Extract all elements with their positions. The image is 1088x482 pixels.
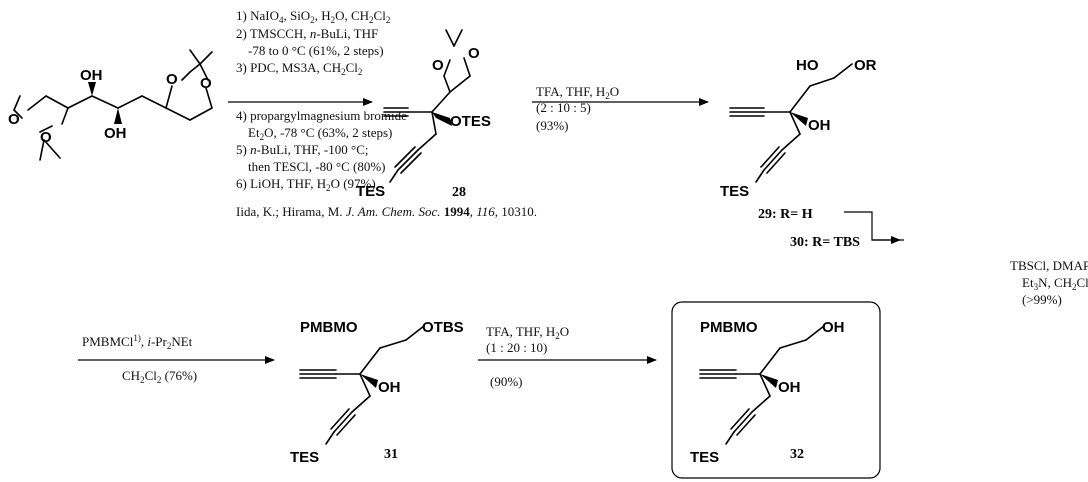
o-label: O <box>40 129 52 146</box>
svg-text:TES: TES <box>720 183 749 200</box>
svg-text:HO: HO <box>796 57 819 74</box>
svg-text:Et3N, CH2Cl2: Et3N, CH2Cl2 <box>1022 275 1088 292</box>
svg-text:OTES: OTES <box>450 113 491 130</box>
svg-text:3) PDC, MS3A, CH2Cl2: 3) PDC, MS3A, CH2Cl2 <box>236 60 362 77</box>
o-label: O <box>166 71 178 88</box>
svg-text:(90%): (90%) <box>490 374 523 389</box>
svg-text:Et2O, -78 °C (63%, 2 steps): Et2O, -78 °C (63%, 2 steps) <box>248 125 392 142</box>
svg-text:OH: OH <box>378 379 401 396</box>
svg-text:5) n-BuLi, THF, -100 °C;: 5) n-BuLi, THF, -100 °C; <box>236 142 369 157</box>
o-label: O <box>8 111 20 128</box>
svg-text:-78 to 0 °C (61%, 2 steps): -78 to 0 °C (61%, 2 steps) <box>248 43 384 58</box>
svg-text:2) TMSCCH, n-BuLi, THF: 2) TMSCCH, n-BuLi, THF <box>236 26 378 41</box>
step2-conditions: TFA, THF, H2O (2 : 10 : 5) (93%) <box>536 84 619 133</box>
compound-28: O O OTES TES 28 <box>356 29 491 200</box>
svg-text:TFA, THF, H2O: TFA, THF, H2O <box>486 324 569 341</box>
svg-text:(>99%): (>99%) <box>1022 292 1062 307</box>
oh-top-label: OH <box>80 67 103 84</box>
compound-label: 31 <box>384 447 398 462</box>
product-box <box>671 301 881 479</box>
compound-label: 32 <box>790 447 804 462</box>
citation: Iida, K.; Hirama, M. J. Am. Chem. Soc. 1… <box>236 204 537 219</box>
svg-text:TFA, THF, H2O: TFA, THF, H2O <box>536 84 619 101</box>
svg-text:PMBMCl1), i-Pr2NEt: PMBMCl1), i-Pr2NEt <box>82 333 193 351</box>
svg-text:4) propargylmagnesium bromide: 4) propargylmagnesium bromide <box>236 108 407 123</box>
svg-text:PMBMO: PMBMO <box>700 319 758 336</box>
step3-conditions: TBSCl, DMAP Et3N, CH2Cl2 (>99%) <box>1010 258 1088 307</box>
svg-text:CH2Cl2 (76%): CH2Cl2 (76%) <box>122 368 197 385</box>
compound-29: HO OR OH TES 29: R= H 30: R= TBS <box>720 57 877 250</box>
svg-text:O: O <box>468 45 480 62</box>
svg-text:(2 : 10 : 5): (2 : 10 : 5) <box>536 100 591 115</box>
compound-label: 28 <box>452 185 466 200</box>
svg-text:OR: OR <box>854 57 877 74</box>
svg-text:PMBMO: PMBMO <box>300 319 358 336</box>
compound-31: PMBMO OTBS OH TES 31 <box>290 319 464 466</box>
compound-label: 29: R= H <box>758 207 813 222</box>
svg-text:TES: TES <box>690 449 719 466</box>
oh-bottom-label: OH <box>104 125 127 142</box>
svg-text:then TESCl, -80 °C (80%): then TESCl, -80 °C (80%) <box>248 159 385 174</box>
svg-text:O: O <box>432 57 444 74</box>
step4-conditions: PMBMCl1), i-Pr2NEt CH2Cl2 (76%) <box>82 333 197 385</box>
svg-text:6) LiOH, THF, H2O (97%): 6) LiOH, THF, H2O (97%) <box>236 176 376 193</box>
svg-text:TES: TES <box>290 449 319 466</box>
svg-text:TBSCl, DMAP: TBSCl, DMAP <box>1010 258 1088 273</box>
svg-text:OTBS: OTBS <box>422 319 464 336</box>
svg-text:OH: OH <box>808 117 831 134</box>
starting-diol: OH OH O O O O <box>8 49 213 161</box>
svg-text:(1 : 20 : 10): (1 : 20 : 10) <box>486 340 547 355</box>
o-label: O <box>200 75 212 92</box>
compound-32: PMBMO OH OH TES 32 <box>690 319 845 466</box>
step5-conditions: TFA, THF, H2O (1 : 20 : 10) (90%) <box>486 324 569 389</box>
svg-text:OH: OH <box>822 319 845 336</box>
svg-text:(93%): (93%) <box>536 118 569 133</box>
svg-text:TES: TES <box>356 183 385 200</box>
svg-text:1) NaIO4, SiO2, H2O, CH2Cl2: 1) NaIO4, SiO2, H2O, CH2Cl2 <box>236 8 390 25</box>
compound-label: 30: R= TBS <box>790 235 860 250</box>
svg-text:OH: OH <box>778 379 801 396</box>
step1-conditions: 1) NaIO4, SiO2, H2O, CH2Cl2 2) TMSCCH, n… <box>236 8 407 193</box>
